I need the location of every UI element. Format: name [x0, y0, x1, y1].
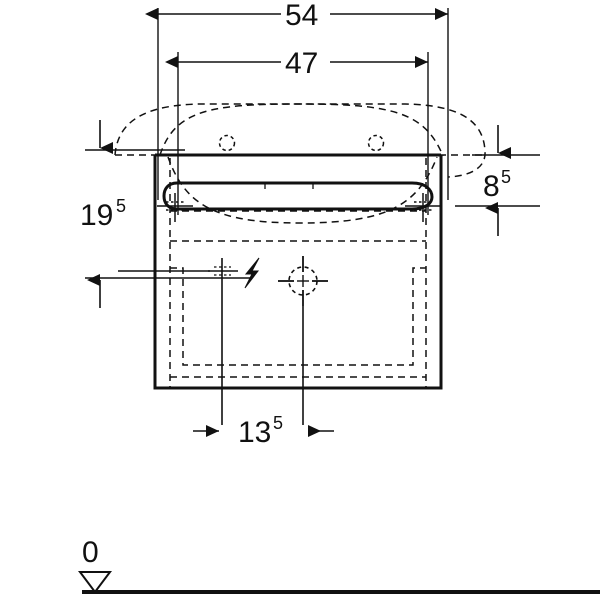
dimension-13-5-superscript: 5: [273, 413, 283, 433]
dimension-19-5-label: 19: [80, 199, 113, 232]
drawer-handle-segments: [264, 183, 314, 189]
dimension-47: 47: [165, 47, 428, 80]
dimension-54-label: 54: [285, 0, 318, 32]
dimension-8-5-superscript: 5: [501, 167, 511, 187]
dimension-47-label: 47: [285, 47, 318, 80]
water-connection-symbol: [278, 256, 328, 425]
dimension-8-5-label: 8: [483, 170, 500, 203]
dimension-8-5: 8 5: [455, 125, 540, 236]
tap-hole-right: [367, 134, 385, 152]
drawer-front-handle: [162, 181, 434, 211]
fixing-point-right: [405, 193, 441, 222]
datum-marker: 0: [78, 536, 112, 594]
electrical-connection-symbol: [208, 257, 260, 425]
tap-hole-left: [218, 134, 236, 152]
dimension-13-5-label: 13: [238, 416, 271, 449]
dimension-19-5: 19 5: [80, 120, 250, 308]
fixing-point-left: [157, 193, 193, 222]
datum-label: 0: [82, 536, 99, 569]
lightning-bolt-icon: [244, 257, 260, 289]
dimension-19-5-superscript: 5: [116, 196, 126, 216]
dimension-54: 54: [145, 0, 448, 32]
dimension-13-5: 13 5: [193, 413, 334, 449]
datum-triangle-icon: [78, 571, 112, 594]
inner-carcass: [169, 158, 427, 388]
